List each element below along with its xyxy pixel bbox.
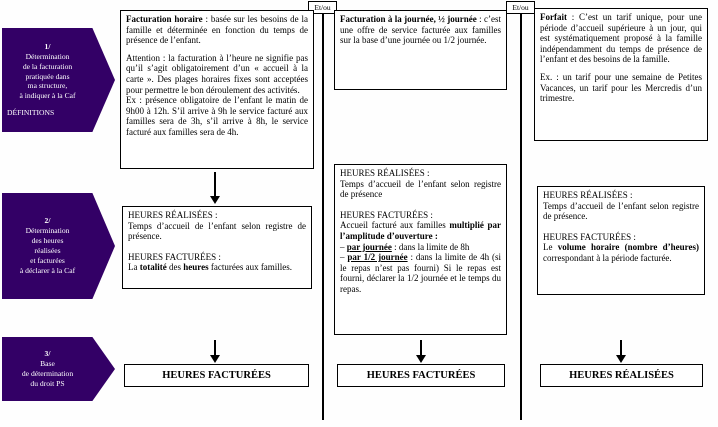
list-item: – par 1/2 journée : dans la limite de 4h…: [340, 252, 501, 294]
paragraph: Ex. : un tarif pour une semaine de Petit…: [540, 72, 702, 104]
arrow-shaft: [214, 172, 216, 196]
text: Accueil facturé aux familles multiplié p…: [340, 220, 501, 241]
text: Accueil facturé aux familles: [340, 220, 450, 231]
step-arrow-2: 2/ Détermination des heures réalisées et…: [2, 193, 115, 299]
bold-lead: Forfait: [540, 12, 567, 22]
column-divider-line: [520, 13, 522, 420]
bold-lead: Facturation horaire: [126, 14, 203, 24]
text: : C’est un tarif unique, pour une périod…: [540, 12, 702, 65]
step-arrow-3: 3/ Base de détermination du droit PS: [2, 337, 115, 401]
paragraph: Attention : la facturation à l’heure ne …: [126, 52, 308, 95]
et-ou-connector-1: Et/ou: [308, 1, 337, 14]
facturation-journee-box: Facturation à la journée, ½ journée : c’…: [334, 10, 507, 90]
text: : dans la limite de 4h (si le repas n’es…: [340, 252, 501, 295]
step-number: 1/: [44, 41, 51, 51]
heading: HEURES RÉALISÉES :: [340, 168, 430, 178]
step-footer: DÉFINITIONS: [7, 108, 55, 118]
text: Temps d’accueil de l’enfant selon regist…: [340, 178, 501, 200]
bold-text: multiplié par l’amplitude d’ouverture :: [340, 220, 501, 242]
list-item: – par journée : dans la limite de 8h: [340, 242, 501, 253]
text: La: [128, 262, 140, 273]
arrow-shaft: [214, 340, 216, 355]
paragraph: Ex : présence obligatoire de l’enfant le…: [126, 95, 308, 138]
bold-underline-text: par journée: [346, 241, 392, 252]
spacer: [543, 222, 699, 232]
facturation-horaire-box: Facturation horaire : basée sur les beso…: [120, 10, 314, 169]
bold-underline-text: par 1/2 journée: [347, 252, 408, 263]
column-divider-line: [322, 13, 324, 420]
result-box-heures-facturees-2: HEURES FACTURÉES: [337, 364, 505, 387]
text: Temps d’accueil de l’enfant selon regist…: [543, 200, 699, 222]
step-text: Base de détermination du droit PS: [21, 359, 74, 388]
step-number: 3/: [44, 349, 51, 359]
arrow-head-icon: [616, 355, 626, 363]
text: : basée sur les besoins de la famille et…: [126, 14, 308, 46]
paragraph: Facturation horaire : basée sur les beso…: [126, 14, 308, 46]
heading: HEURES FACTURÉES :: [340, 209, 433, 220]
down-arrow: [615, 340, 627, 363]
dash: –: [340, 252, 348, 263]
heading: HEURES FACTURÉES :: [128, 251, 221, 262]
arrow-shaft: [620, 340, 622, 355]
text: Le: [543, 242, 558, 253]
text: Le volume horaire (nombre d’heures) corr…: [543, 242, 699, 263]
bold-text: volume horaire (nombre d’heures): [557, 242, 699, 253]
step-text: Détermination de la facturation pratiqué…: [19, 51, 76, 101]
dash: –: [340, 241, 347, 252]
heading: HEURES FACTURÉES :: [543, 231, 636, 242]
text: : c’est une offre de service facturée au…: [340, 14, 501, 46]
spacer: [128, 242, 306, 252]
text: La totalité des heures facturées aux fam…: [128, 262, 306, 273]
arrow-head-icon: [416, 355, 426, 363]
down-arrow: [209, 172, 221, 204]
arrow-shaft: [420, 340, 422, 355]
text: facturées aux familles.: [208, 262, 293, 273]
step-arrow-1: 1/ Détermination de la facturation prati…: [2, 28, 115, 132]
step-number: 2/: [44, 216, 51, 226]
down-arrow: [209, 340, 221, 363]
text: des: [166, 262, 184, 273]
arrow-head-icon: [210, 355, 220, 363]
heures-definition-box-1: HEURES RÉALISÉES : Temps d’accueil de l’…: [122, 206, 312, 289]
step-text: Détermination des heures réalisées et fa…: [19, 226, 76, 275]
heading: HEURES RÉALISÉES :: [543, 190, 633, 200]
bold-text: heures: [183, 262, 209, 273]
forfait-box: Forfait : C’est un tarif unique, pour un…: [534, 8, 708, 141]
heures-definition-box-2: HEURES RÉALISÉES : Temps d’accueil de l’…: [334, 164, 507, 335]
paragraph: Forfait : C’est un tarif unique, pour un…: [540, 12, 702, 65]
text: Temps d’accueil de l’enfant selon regist…: [128, 220, 306, 242]
paragraph: Facturation à la journée, ½ journée : c’…: [340, 14, 501, 46]
text: : dans la limite de 8h: [391, 241, 470, 252]
down-arrow: [415, 340, 427, 363]
et-ou-connector-2: Et/ou: [506, 1, 535, 14]
result-box-heures-realisees: HEURES RÉALISÉES: [540, 364, 703, 387]
heures-definition-box-3: HEURES RÉALISÉES : Temps d’accueil de l’…: [537, 186, 705, 295]
result-box-heures-facturees-1: HEURES FACTURÉES: [124, 364, 309, 387]
heading: HEURES RÉALISÉES :: [128, 210, 218, 220]
spacer: [340, 200, 501, 210]
arrow-head-icon: [210, 196, 220, 204]
bold-text: totalité: [139, 262, 167, 273]
text: correspondant à la période facturée.: [543, 253, 672, 264]
bold-lead: Facturation à la journée, ½ journée: [340, 14, 477, 24]
